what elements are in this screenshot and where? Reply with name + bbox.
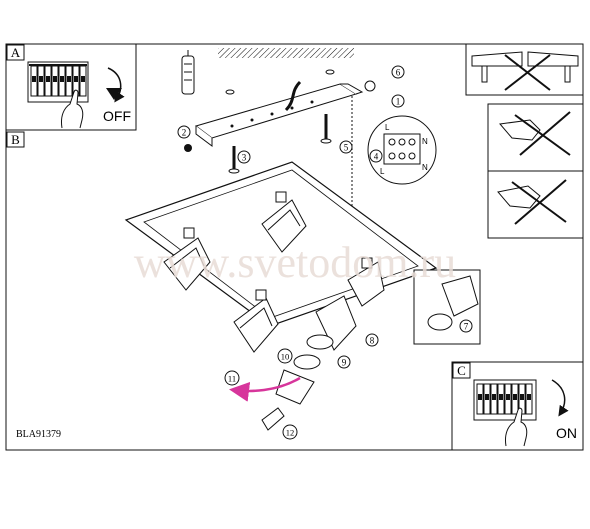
step-marker: [277, 348, 293, 364]
hand-icon: [497, 185, 541, 209]
model-code: BLA91379: [16, 429, 61, 440]
step-marker: [459, 319, 473, 333]
outer-frame: [5, 43, 584, 451]
step-marker: [391, 94, 405, 108]
terminal-label: N: [422, 137, 428, 146]
step-number: 8: [370, 336, 375, 346]
step-number: 5: [344, 143, 349, 153]
terminal-block-detail: L N L N: [367, 115, 437, 185]
hand-icon: [505, 407, 528, 447]
mounting-bracket: [194, 80, 364, 147]
cable-icon: [284, 80, 302, 112]
ceiling-hatch: [218, 48, 354, 58]
terminal-label: L: [380, 167, 385, 176]
step-number: 12: [286, 428, 295, 438]
bulb-icon: [261, 407, 285, 431]
step-number: 9: [342, 358, 347, 368]
drill-hole: [225, 89, 235, 95]
step-number: 11: [228, 374, 236, 384]
rotate-arrow-icon: [107, 67, 125, 103]
drill-hole: [325, 69, 335, 75]
on-label: ON: [556, 425, 577, 441]
step-marker: [177, 125, 191, 139]
wall-plug-icon: [181, 50, 195, 95]
no-bend-panel: [465, 43, 584, 96]
panel-c: C ON: [451, 361, 584, 451]
step-number: 3: [242, 153, 247, 163]
breaker-box-icon: [473, 379, 537, 421]
step-marker: [391, 65, 405, 79]
nut-icon: [364, 80, 376, 92]
watermark: www.svetodom.ru: [134, 238, 456, 287]
screw-icon: [228, 146, 240, 174]
terminal-label: L: [385, 123, 390, 132]
lamp-ring-icon: [427, 313, 453, 331]
socket-ring-icon: [293, 354, 321, 370]
step-number: 6: [396, 68, 401, 78]
spotlight-head: [261, 191, 307, 253]
rotate-arrow-icon: [551, 379, 569, 417]
step-number: 4: [374, 152, 379, 162]
hand-icon: [61, 89, 84, 129]
step-marker: [224, 370, 240, 386]
section-a-badge: [6, 44, 25, 61]
step-markers: 1 2 3 4 5 6 7 8 9 10 11 12: [177, 65, 473, 440]
no-touch-panel: [487, 103, 584, 239]
terminal-label: N: [422, 163, 428, 172]
spotlight-head: [233, 289, 279, 353]
magenta-arrow: [229, 376, 301, 402]
step-marker: [339, 140, 353, 154]
section-c-badge: [452, 362, 471, 379]
step-number: 1: [396, 97, 401, 107]
breaker-box-icon: [27, 61, 89, 103]
step-number: 2: [182, 128, 187, 138]
step-marker: [282, 424, 298, 440]
step-marker: [369, 149, 383, 163]
section-b-badge: [6, 131, 25, 148]
step-number: 7: [464, 322, 469, 332]
screw-head-icon: [184, 144, 192, 152]
step-number: 10: [281, 352, 290, 362]
screw-icon: [320, 114, 332, 144]
spotlight-head: [347, 257, 385, 307]
step-marker: [365, 333, 379, 347]
panel-a: A OFF: [5, 43, 137, 131]
step-marker: [337, 355, 351, 369]
section-a-letter: A: [11, 45, 21, 60]
off-label: OFF: [103, 108, 131, 124]
socket-ring-icon: [306, 334, 334, 350]
spotlight-head: [163, 227, 211, 291]
step-marker: [237, 150, 251, 164]
section-c-letter: C: [457, 363, 466, 378]
section-b-letter: B: [11, 132, 20, 147]
